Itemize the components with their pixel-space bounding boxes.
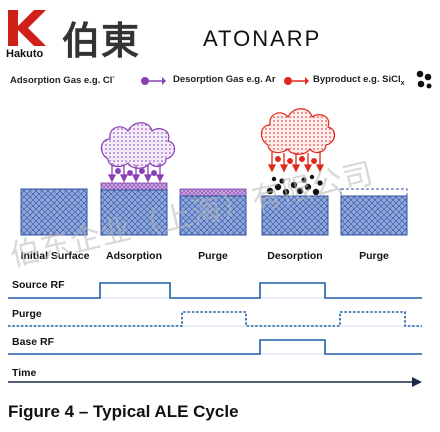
substrate-block <box>100 189 168 236</box>
stage-label-purge-2: Purge <box>359 250 389 262</box>
atonarp-logo: ATONARP <box>203 26 393 52</box>
legend-adsorption-label: Adsorption Gas e.g. Cl- <box>10 74 115 87</box>
stage-label-purge-1: Purge <box>198 250 228 262</box>
timing-label-purge: Purge <box>12 308 42 320</box>
desorption-gas-arrows <box>267 151 325 173</box>
time-axis-arrow-icon <box>412 377 422 387</box>
desorption-gas-cloud <box>260 108 336 155</box>
legend-desorption-label: Desorption Gas e.g. Ar <box>173 74 276 85</box>
legend-byproduct-label: Byproduct e.g. SiClx <box>313 74 405 87</box>
timing-label-time: Time <box>12 367 37 379</box>
adsorption-gas-arrow-icon <box>141 77 166 85</box>
stage-initial-surface <box>20 188 88 236</box>
purge-signal <box>8 311 422 327</box>
substrate-block <box>20 188 88 236</box>
legend: Adsorption Gas e.g. Cl- Desorption Gas e… <box>10 68 435 94</box>
ale-process-diagram <box>20 108 408 236</box>
timing-diagram <box>8 282 422 387</box>
substrate-block <box>261 195 329 236</box>
atonarp-wordmark: ATONARP <box>203 26 322 51</box>
figure-caption: Figure 4 – Typical ALE Cycle <box>8 402 239 421</box>
stage-purge-1 <box>179 188 247 236</box>
base-rf-signal <box>8 339 422 355</box>
substrate-block <box>179 195 247 236</box>
adsorption-gas-arrows <box>107 163 165 183</box>
hakuto-chinese-wordmark: 伯東 <box>62 19 141 63</box>
hakuto-logo: Hakuto <box>6 8 60 60</box>
adsorption-gas-cloud <box>100 122 176 169</box>
stage-adsorption <box>100 122 176 236</box>
adsorbed-layer <box>100 182 168 191</box>
timing-label-base-rf: Base RF <box>12 336 55 348</box>
desorption-gas-arrow-icon <box>284 77 309 85</box>
byproduct-molecule-icon <box>416 70 432 89</box>
stage-label-desorption: Desorption <box>267 250 323 262</box>
timing-label-source-rf: Source RF <box>12 279 65 291</box>
hakuto-wordmark: Hakuto <box>6 48 44 60</box>
hakuto-k-mark-icon <box>8 10 46 46</box>
substrate-block <box>340 195 408 236</box>
stage-label-initial-surface: Initial Surface <box>20 250 90 262</box>
stage-desorption <box>260 108 336 236</box>
byproduct-particles <box>266 174 323 196</box>
stage-purge-2 <box>340 188 408 236</box>
stage-label-adsorption: Adsorption <box>106 250 162 262</box>
source-rf-signal <box>8 282 422 299</box>
